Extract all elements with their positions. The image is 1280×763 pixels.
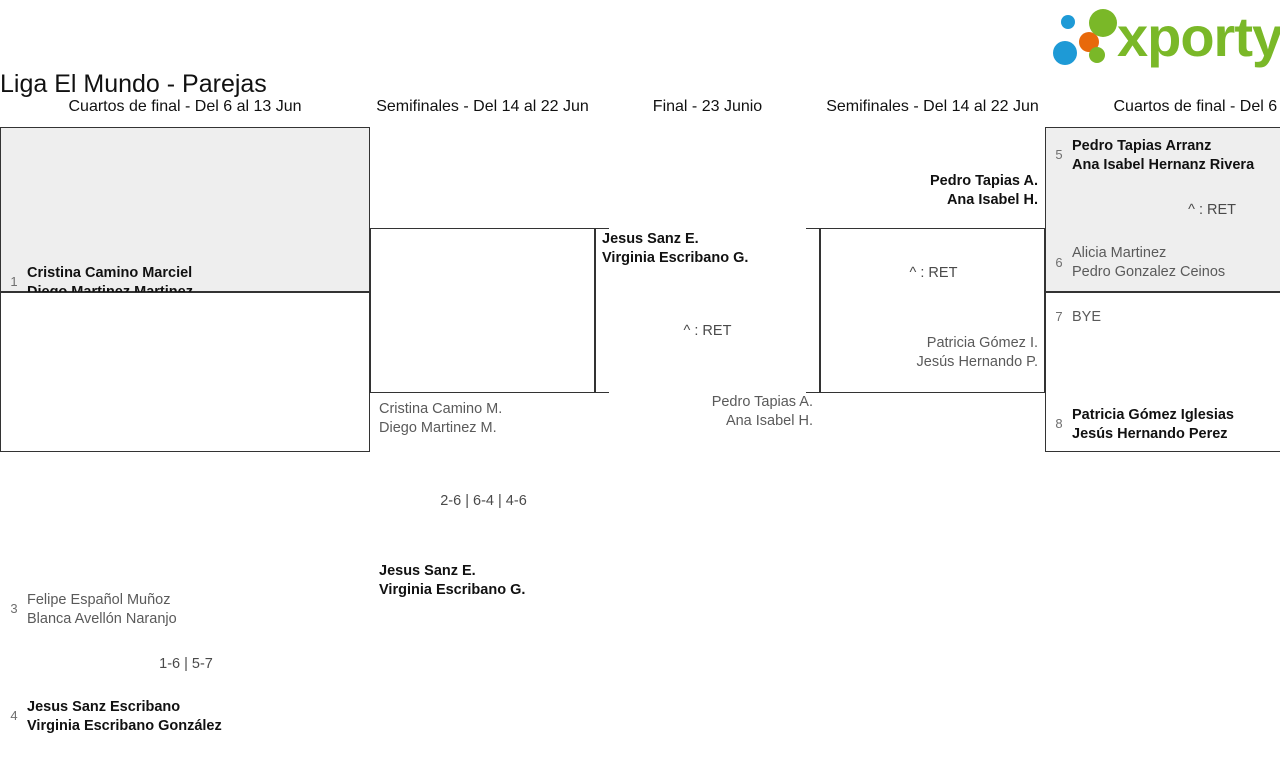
player-name-1: Patricia Gómez Iglesias [1072, 407, 1234, 423]
logo-dot-blue-small-icon [1061, 15, 1075, 29]
seed-number: 1 [10, 274, 18, 289]
logo-dot-blue-large-icon [1053, 41, 1077, 65]
match-box-semi-left-1[interactable]: Cristina Camino M. Diego Martinez M. 2-6… [370, 228, 595, 598]
final-connector-right [806, 228, 820, 393]
team-slot-top[interactable]: Cristina Camino M. Diego Martinez M. [379, 400, 589, 438]
match-box-quarter-right-2[interactable]: 7 BYE 8 Patricia Gómez Iglesias Jesús He… [1045, 292, 1280, 452]
player-name-1: Felipe Español Muñoz [27, 592, 171, 608]
round-header-final: Final - 23 Junio [652, 98, 763, 115]
seed-number: 5 [1055, 147, 1063, 162]
team-slot-top[interactable]: Jesus Sanz E. Virginia Escribano G. [602, 230, 817, 268]
logo-dot-green-small-icon [1089, 47, 1105, 63]
match-box-quarter-left-1[interactable]: 1 Cristina Camino Marciel Diego Martinez… [0, 127, 370, 398]
player-name-2: Pedro Gonzalez Ceinos [1072, 264, 1226, 280]
team-slot-bottom[interactable]: Alicia Martinez Pedro Gonzalez Ceinos [1072, 244, 1280, 282]
match-box-semi-right-1[interactable]: Pedro Tapias A. Ana Isabel H. ^ : RET Pa… [820, 173, 1045, 393]
player-name-1: Jesus Sanz E. [379, 563, 476, 579]
player-name-2: Ana Isabel Hernanz Rivera [1072, 157, 1255, 173]
player-name-1: Alicia Martinez [1072, 245, 1167, 261]
match-box-quarter-right-1[interactable]: 5 Pedro Tapias Arranz Ana Isabel Hernanz… [1045, 127, 1280, 292]
round-header-quarters-left: Cuartos de final - Del 6 al 13 Jun [68, 98, 302, 115]
match-box-quarter-left-2[interactable]: 3 Felipe Español Muñoz Blanca Avellón Na… [0, 292, 370, 734]
player-name-2: Jesús Hernando P. [916, 354, 1038, 370]
player-name-2: Diego Martinez M. [379, 420, 497, 436]
player-name-2: Virginia Escribano G. [602, 250, 749, 266]
player-name-1: Jesus Sanz E. [602, 231, 699, 247]
match-score: ^ : RET [683, 323, 732, 339]
team-slot-top[interactable]: Pedro Tapias Arranz Ana Isabel Hernanz R… [1072, 137, 1280, 175]
final-connector-left [595, 228, 609, 393]
player-name-1: Pedro Tapias A. [711, 394, 813, 410]
round-header-quarters-right: Cuartos de final - Del 6 al 13 Jun [1113, 98, 1280, 115]
player-name-1: Cristina Camino Marciel [27, 265, 193, 281]
player-name-1: Jesus Sanz Escribano [27, 699, 181, 715]
player-name-1: Patricia Gómez I. [926, 335, 1038, 351]
player-name-2: Virginia Escribano G. [379, 582, 526, 598]
seed-number: 4 [10, 708, 18, 723]
player-name-1: Cristina Camino M. [379, 401, 503, 417]
team-slot-bottom[interactable]: Jesus Sanz E. Virginia Escribano G. [379, 562, 589, 600]
round-header-semis-left: Semifinales - Del 14 al 22 Jun [376, 98, 589, 115]
logo-dot-green-large-icon [1089, 9, 1117, 37]
match-score: 1-6 | 5-7 [159, 656, 213, 672]
team-slot-top[interactable]: Felipe Español Muñoz Blanca Avellón Nara… [27, 591, 357, 629]
player-name-2: Virginia Escribano González [27, 718, 222, 734]
player-name-1: Pedro Tapias A. [930, 173, 1038, 189]
team-slot-top[interactable]: Pedro Tapias A. Ana Isabel H. [828, 172, 1038, 210]
player-name-2: Ana Isabel H. [946, 192, 1038, 208]
player-name-2: Blanca Avellón Naranjo [27, 611, 177, 627]
match-score: ^ : RET [909, 265, 958, 281]
xporty-logo: xporty [1045, 3, 1280, 71]
player-name-1: BYE [1072, 309, 1102, 325]
match-score: 2-6 | 6-4 | 4-6 [440, 493, 527, 509]
brand-wordmark: xporty [1117, 5, 1280, 68]
team-slot-bottom[interactable]: Patricia Gómez Iglesias Jesús Hernando P… [1072, 406, 1280, 444]
round-header-semis-right: Semifinales - Del 14 al 22 Jun [826, 98, 1039, 115]
match-box-final[interactable]: Jesus Sanz E. Virginia Escribano G. ^ : … [595, 228, 820, 429]
seed-number: 6 [1055, 255, 1063, 270]
seed-number: 7 [1055, 309, 1063, 324]
match-score: ^ : RET [1188, 202, 1236, 218]
team-slot-bottom[interactable]: Pedro Tapias A. Ana Isabel H. [598, 393, 813, 431]
player-name-1: Pedro Tapias Arranz [1072, 138, 1212, 154]
team-slot-top[interactable]: BYE [1072, 308, 1280, 327]
player-name-2: Ana Isabel H. [725, 413, 813, 429]
seed-number: 8 [1055, 416, 1063, 431]
team-slot-bottom[interactable]: Patricia Gómez I. Jesús Hernando P. [828, 334, 1038, 372]
player-name-2: Jesús Hernando Perez [1072, 426, 1228, 442]
seed-number: 3 [10, 601, 18, 616]
page-title-line-1: Liga El Mundo - Parejas [0, 70, 267, 98]
team-slot-bottom[interactable]: Jesus Sanz Escribano Virginia Escribano … [27, 698, 357, 736]
logo-dots-icon [1053, 9, 1119, 67]
